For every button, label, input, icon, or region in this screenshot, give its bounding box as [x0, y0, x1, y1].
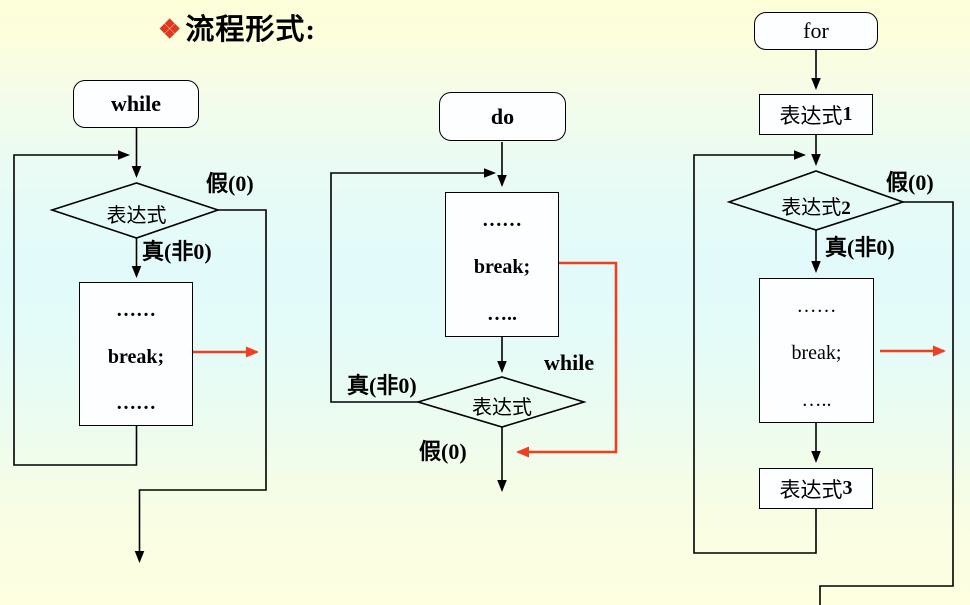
for-start-label: for [803, 18, 829, 43]
for-condition-number: 2 [841, 198, 851, 219]
for-body-line-2: break; [791, 342, 842, 364]
for-body-line-3: ….. [801, 389, 832, 411]
while-flowchart [13, 128, 267, 563]
for-body-line-1: …… [796, 295, 837, 317]
while-condition-label: 表达式 [106, 205, 167, 227]
do-start-label: do [490, 103, 515, 129]
for-start-terminal: for [754, 12, 878, 50]
for-expr3-text: 表达式 [779, 477, 843, 502]
page-title-text: 流程形式: [185, 14, 316, 46]
for-loop-back-arrow [693, 150, 817, 554]
page-title: ❖ 流程形式: [158, 6, 316, 48]
for-condition-label: 表达式2 [766, 191, 866, 220]
do-start-terminal: do [439, 92, 566, 141]
for-body-process: …… break; ….. [759, 278, 874, 423]
for-condition-diamond [726, 170, 906, 231]
do-condition-diamond [415, 376, 587, 428]
while-true-edge-label: 真(非0) [142, 239, 212, 264]
for-expr1-number: 1 [842, 103, 853, 125]
for-false-exit-line [819, 201, 954, 605]
do-false-edge-label: 假(0) [419, 439, 467, 464]
while-body-line-3: …… [116, 392, 156, 414]
do-true-edge-label: 真(非0) [347, 373, 417, 398]
for-expr1-text: 表达式 [779, 103, 843, 128]
do-break-jump-arrow [516, 261, 618, 458]
for-expr3-number: 3 [842, 477, 853, 499]
while-body-process: …… break; …… [79, 282, 193, 426]
do-body-line-3: ….. [487, 303, 517, 325]
do-body-process: …… break; ….. [445, 192, 559, 337]
for-condition-text: 表达式 [781, 197, 842, 219]
while-loop-back-arrow [13, 150, 138, 466]
while-condition-diamond [49, 182, 221, 239]
do-loop-back-arrow [330, 168, 496, 403]
for-false-edge-label: 假(0) [886, 170, 934, 195]
do-condition-label: 表达式 [472, 397, 532, 419]
do-body-line-1: …… [482, 209, 522, 231]
while-false-exit-arrow [134, 209, 267, 563]
for-true-edge-label: 真(非0) [825, 235, 895, 260]
while-body-line-1: …… [116, 299, 156, 321]
while-start-label: while [110, 91, 162, 116]
do-body-line-2: break; [473, 256, 531, 278]
while-false-edge-label: 假(0) [206, 171, 254, 196]
while-start-terminal: while [73, 80, 199, 128]
do-flowchart [330, 142, 587, 492]
do-while-keyword-label: while [544, 350, 595, 375]
diamond-bullet-icon: ❖ [158, 15, 182, 44]
for-flowchart [693, 50, 954, 605]
while-body-line-2: break; [107, 345, 165, 368]
